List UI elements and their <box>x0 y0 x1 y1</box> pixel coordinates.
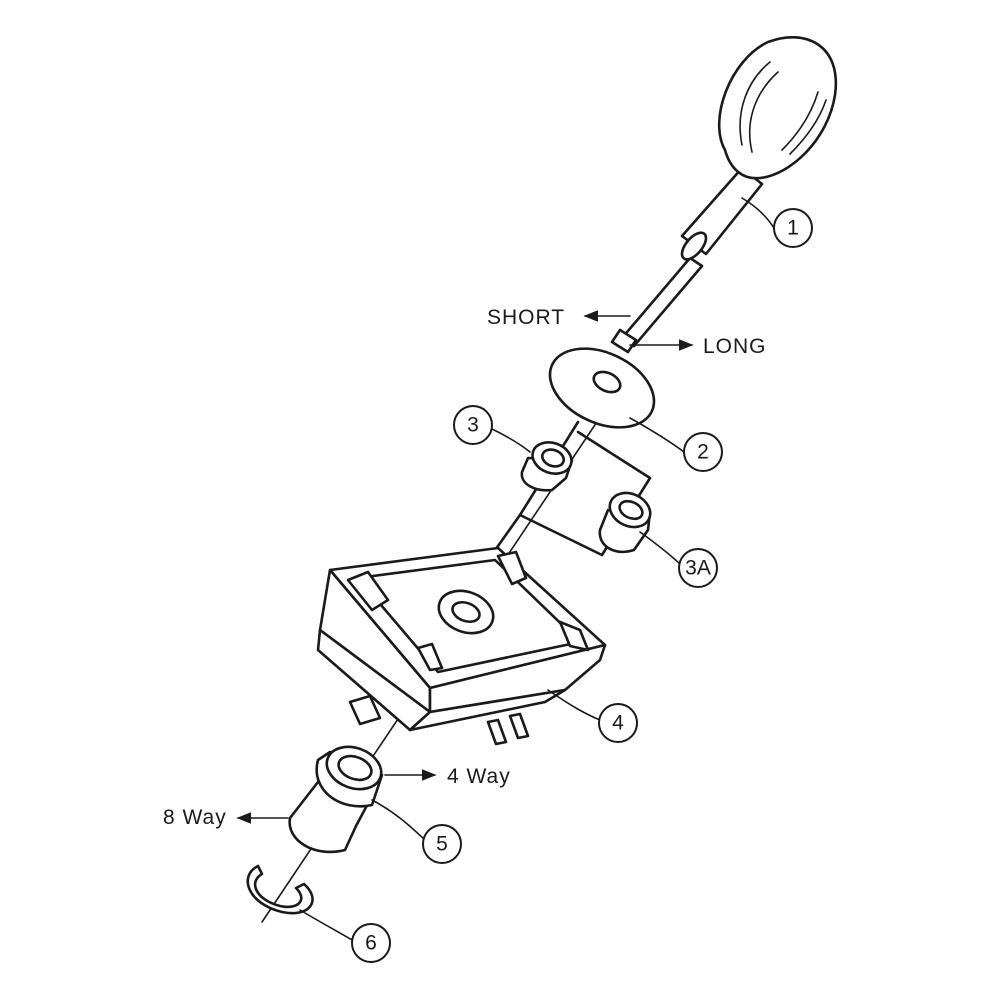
callout-3-label: 3 <box>467 414 479 437</box>
callout-5-label: 5 <box>436 833 448 856</box>
ball-top-knob <box>717 36 838 180</box>
switch-housing <box>316 546 607 746</box>
label-four-way: 4 Way <box>447 765 511 788</box>
callout-6: 6 <box>351 923 391 963</box>
callout-6-label: 6 <box>365 932 377 955</box>
callout-1: 1 <box>773 208 813 248</box>
restrictor-gate <box>288 745 384 854</box>
callout-1-label: 1 <box>787 217 799 240</box>
dust-washer <box>548 347 656 429</box>
handle-shaft <box>610 166 764 354</box>
callout-4: 4 <box>598 703 638 743</box>
label-eight-way: 8 Way <box>163 806 227 829</box>
actuator-3a <box>598 491 652 553</box>
actuator-3 <box>520 441 574 492</box>
e-clip <box>246 864 314 915</box>
callout-2-label: 2 <box>697 441 709 464</box>
callout-3a-label: 3A <box>685 557 711 580</box>
label-long: LONG <box>703 335 767 358</box>
callout-2: 2 <box>683 432 723 472</box>
callout-4-label: 4 <box>612 712 624 735</box>
label-short: SHORT <box>487 306 565 329</box>
callout-3: 3 <box>453 405 493 445</box>
callout-5: 5 <box>422 824 462 864</box>
callout-3a: 3A <box>678 548 718 588</box>
